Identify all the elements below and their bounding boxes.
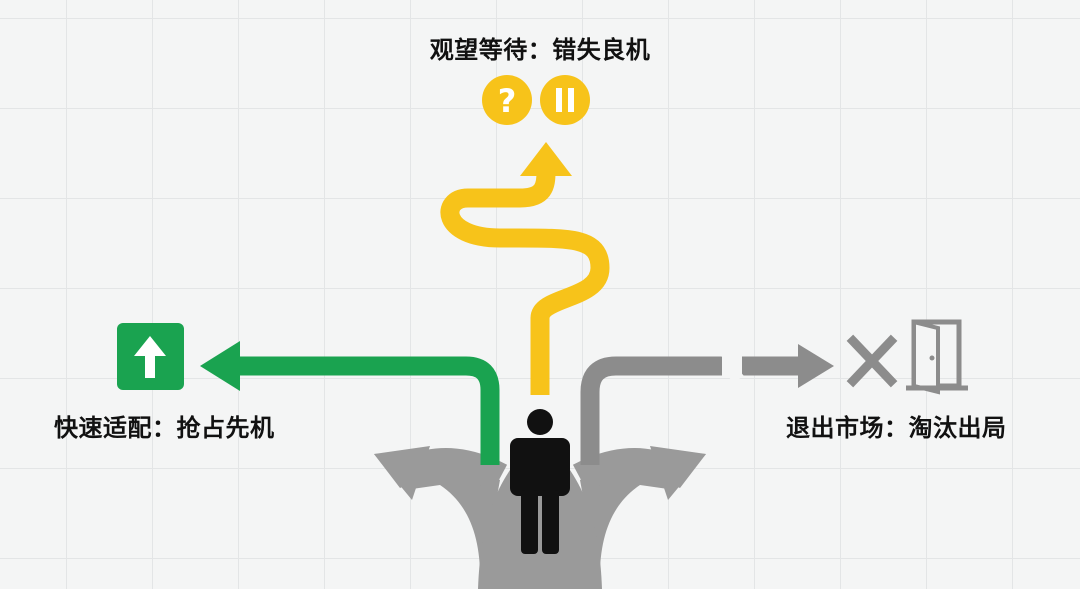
green-arrow-head bbox=[200, 341, 240, 391]
x-mark-icon bbox=[846, 334, 898, 388]
road-fork bbox=[374, 446, 706, 589]
gray-arrow-head bbox=[798, 344, 834, 388]
svg-text:?: ? bbox=[498, 82, 517, 120]
label-exit-market: 退出市场：淘汰出局 bbox=[786, 414, 1007, 442]
road-right-arrow-head bbox=[650, 446, 706, 500]
label-wait-and-see: 观望等待：错失良机 bbox=[429, 36, 651, 64]
yellow-arrow-head bbox=[520, 142, 572, 176]
gray-path bbox=[580, 342, 834, 465]
yellow-path bbox=[440, 142, 610, 395]
path-break bbox=[718, 342, 744, 388]
question-mark-icon: ? bbox=[482, 75, 532, 125]
road-left-arrow-head bbox=[374, 446, 430, 500]
up-arrow-icon bbox=[117, 323, 184, 390]
person-icon bbox=[510, 409, 570, 554]
pause-icon bbox=[540, 75, 590, 125]
green-path bbox=[200, 341, 500, 465]
open-door-icon bbox=[906, 319, 968, 395]
label-fast-adapt: 快速适配：抢占先机 bbox=[54, 414, 275, 442]
